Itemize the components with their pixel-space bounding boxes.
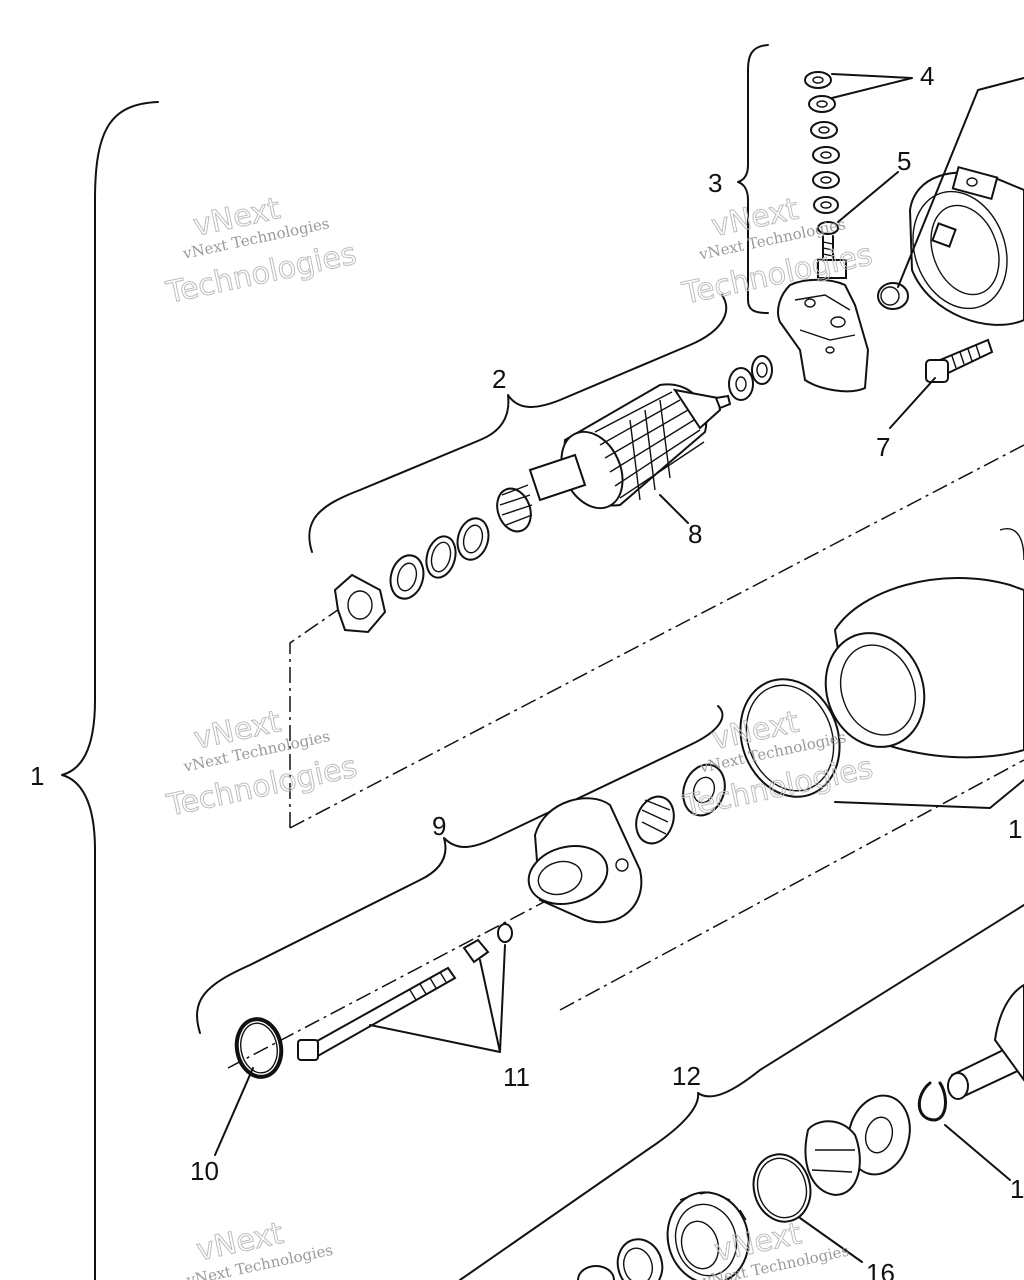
brace-assembly-1: [61, 101, 159, 1280]
callout-3: 3: [708, 168, 722, 198]
centerline-right: [559, 759, 1024, 1011]
callout-16-partial: 16: [866, 1258, 895, 1280]
washer-stack-3: [804, 71, 840, 263]
watermark-top-left: vNext vNext Technologies Technologies: [162, 191, 360, 312]
callout-11: 11: [503, 1062, 530, 1092]
through-bolt-11: [297, 923, 513, 1061]
callout-8: 8: [688, 519, 702, 549]
bolt-7: [925, 338, 994, 383]
yoke-housing: [824, 528, 1024, 759]
lock-plate: [333, 573, 387, 634]
callout-10: 10: [190, 1156, 219, 1186]
split-collar: [804, 1120, 861, 1197]
leader-lines: [214, 73, 1024, 1263]
callout-7: 7: [876, 432, 890, 462]
callout-5: 5: [897, 146, 911, 176]
end-housing: [908, 165, 1024, 326]
callout-9: 9: [432, 811, 446, 841]
brace-group-12: [459, 904, 1024, 1280]
snap-ring-lower: [917, 1081, 947, 1122]
callout-2: 2: [492, 364, 506, 394]
centerline-upper: [289, 444, 1024, 829]
needle-bearing: [635, 795, 675, 845]
callout-12: 12: [672, 1061, 701, 1091]
watermark-mid-left: vNext vNext Technologies Technologies: [163, 704, 361, 825]
callout-4: 4: [920, 61, 934, 91]
watermark-bottom-left: vNext vNext Technologies: [184, 1215, 334, 1280]
brace-group-3: [737, 44, 769, 314]
overrunning-clutch: [666, 1191, 750, 1280]
drive-end-housing-9: [527, 797, 643, 924]
ball-bearing: [682, 763, 726, 817]
retaining-ring: [752, 1153, 812, 1223]
callout-14-partial: 1: [1010, 1174, 1024, 1204]
brace-group-9: [196, 705, 724, 1034]
bushing-lower: [577, 1238, 664, 1280]
snap-ring-10: [234, 1017, 284, 1079]
shims-left: [389, 517, 490, 600]
brace-group-2: [308, 294, 728, 553]
pinion-shaft: [947, 983, 1024, 1100]
washer-lower: [847, 1094, 911, 1176]
callout-13-partial: 1: [1008, 814, 1022, 844]
o-ring-large: [739, 678, 841, 798]
centerline-left: [289, 604, 346, 828]
callout-1: 1: [30, 761, 44, 791]
armature-washers: [728, 355, 773, 401]
pinion-gear: [496, 484, 533, 533]
brush-plate: [777, 259, 870, 393]
armature-8: [496, 383, 732, 533]
bushing-6: [877, 282, 909, 310]
